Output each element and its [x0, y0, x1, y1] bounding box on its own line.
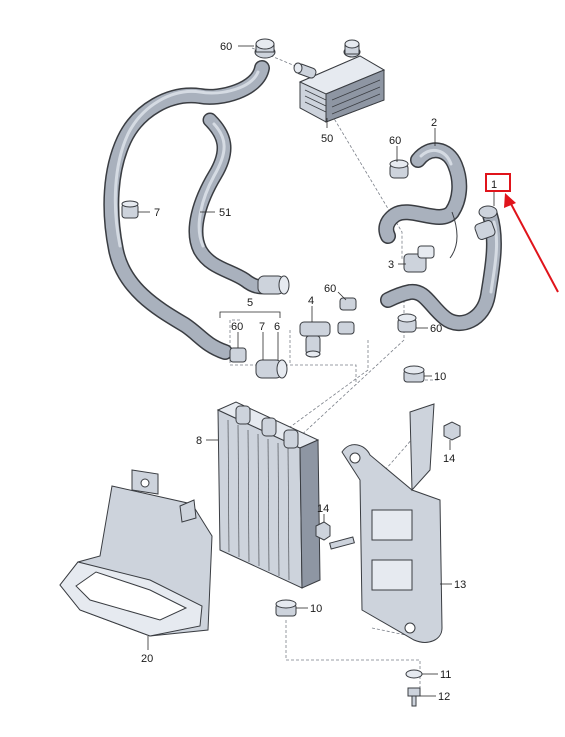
hose-clamp-60-middle	[337, 297, 357, 335]
highlight-annotation	[485, 173, 559, 293]
t-connector-4	[299, 321, 331, 358]
label-7-lower: 7	[259, 321, 265, 333]
label-60-lower-left: 60	[231, 321, 243, 333]
label-7-left: 7	[154, 207, 160, 219]
label-10-lower: 10	[310, 603, 322, 615]
label-20: 20	[141, 653, 153, 665]
label-60-right-upper: 60	[389, 135, 401, 147]
label-50: 50	[321, 133, 333, 145]
nut-14-upper	[443, 421, 461, 441]
oil-cooler-50	[293, 39, 386, 123]
label-10-upper: 10	[434, 371, 446, 383]
highlight-arrow	[509, 201, 559, 293]
connector-3	[403, 245, 435, 273]
label-5: 5	[247, 297, 253, 309]
label-51: 51	[219, 207, 231, 219]
label-3: 3	[388, 259, 394, 271]
leader-lines	[138, 45, 495, 697]
label-14-lower: 14	[317, 503, 329, 515]
label-6: 6	[274, 321, 280, 333]
coolant-hose-2	[378, 142, 468, 259]
coolant-hose-1	[380, 205, 502, 331]
hose-clamp-60-lower-left	[229, 347, 247, 363]
highlight-arrow-head	[504, 193, 516, 208]
label-60-middle: 60	[324, 283, 336, 295]
grommet-10-lower	[275, 599, 297, 617]
hose-clamp-60-right-lower	[397, 313, 417, 333]
label-8: 8	[196, 435, 202, 447]
elbow-connector-6	[255, 359, 288, 379]
grommet-10-upper	[403, 365, 425, 383]
label-4: 4	[308, 295, 314, 307]
label-14-upper: 14	[443, 453, 455, 465]
hose-clamp-7-left	[121, 200, 139, 219]
label-60-top: 60	[220, 41, 232, 53]
auxiliary-radiator-8	[216, 401, 321, 589]
elbow-connector-5	[257, 275, 290, 295]
label-2: 2	[431, 117, 437, 129]
label-12: 12	[438, 691, 450, 703]
nut-14-lower	[315, 521, 355, 550]
coolant-hose-51	[188, 112, 280, 295]
washer-11	[405, 669, 423, 679]
highlight-box	[485, 173, 511, 192]
label-1: 1	[491, 179, 497, 191]
label-13: 13	[454, 579, 466, 591]
air-duct-20	[59, 469, 213, 637]
mounting-bracket-13	[341, 403, 443, 643]
hose-clamp-60-right-upper	[389, 159, 409, 179]
bolt-12	[407, 687, 421, 707]
label-60-right-lower: 60	[430, 323, 442, 335]
coolant-hose-long-left	[103, 60, 270, 360]
part-labels: 60 50 2 60 1 7 51 3 60 4 5 60 7 6 60 10 …	[141, 41, 497, 703]
hose-clamp-60-top	[254, 38, 276, 59]
label-11: 11	[440, 669, 451, 681]
